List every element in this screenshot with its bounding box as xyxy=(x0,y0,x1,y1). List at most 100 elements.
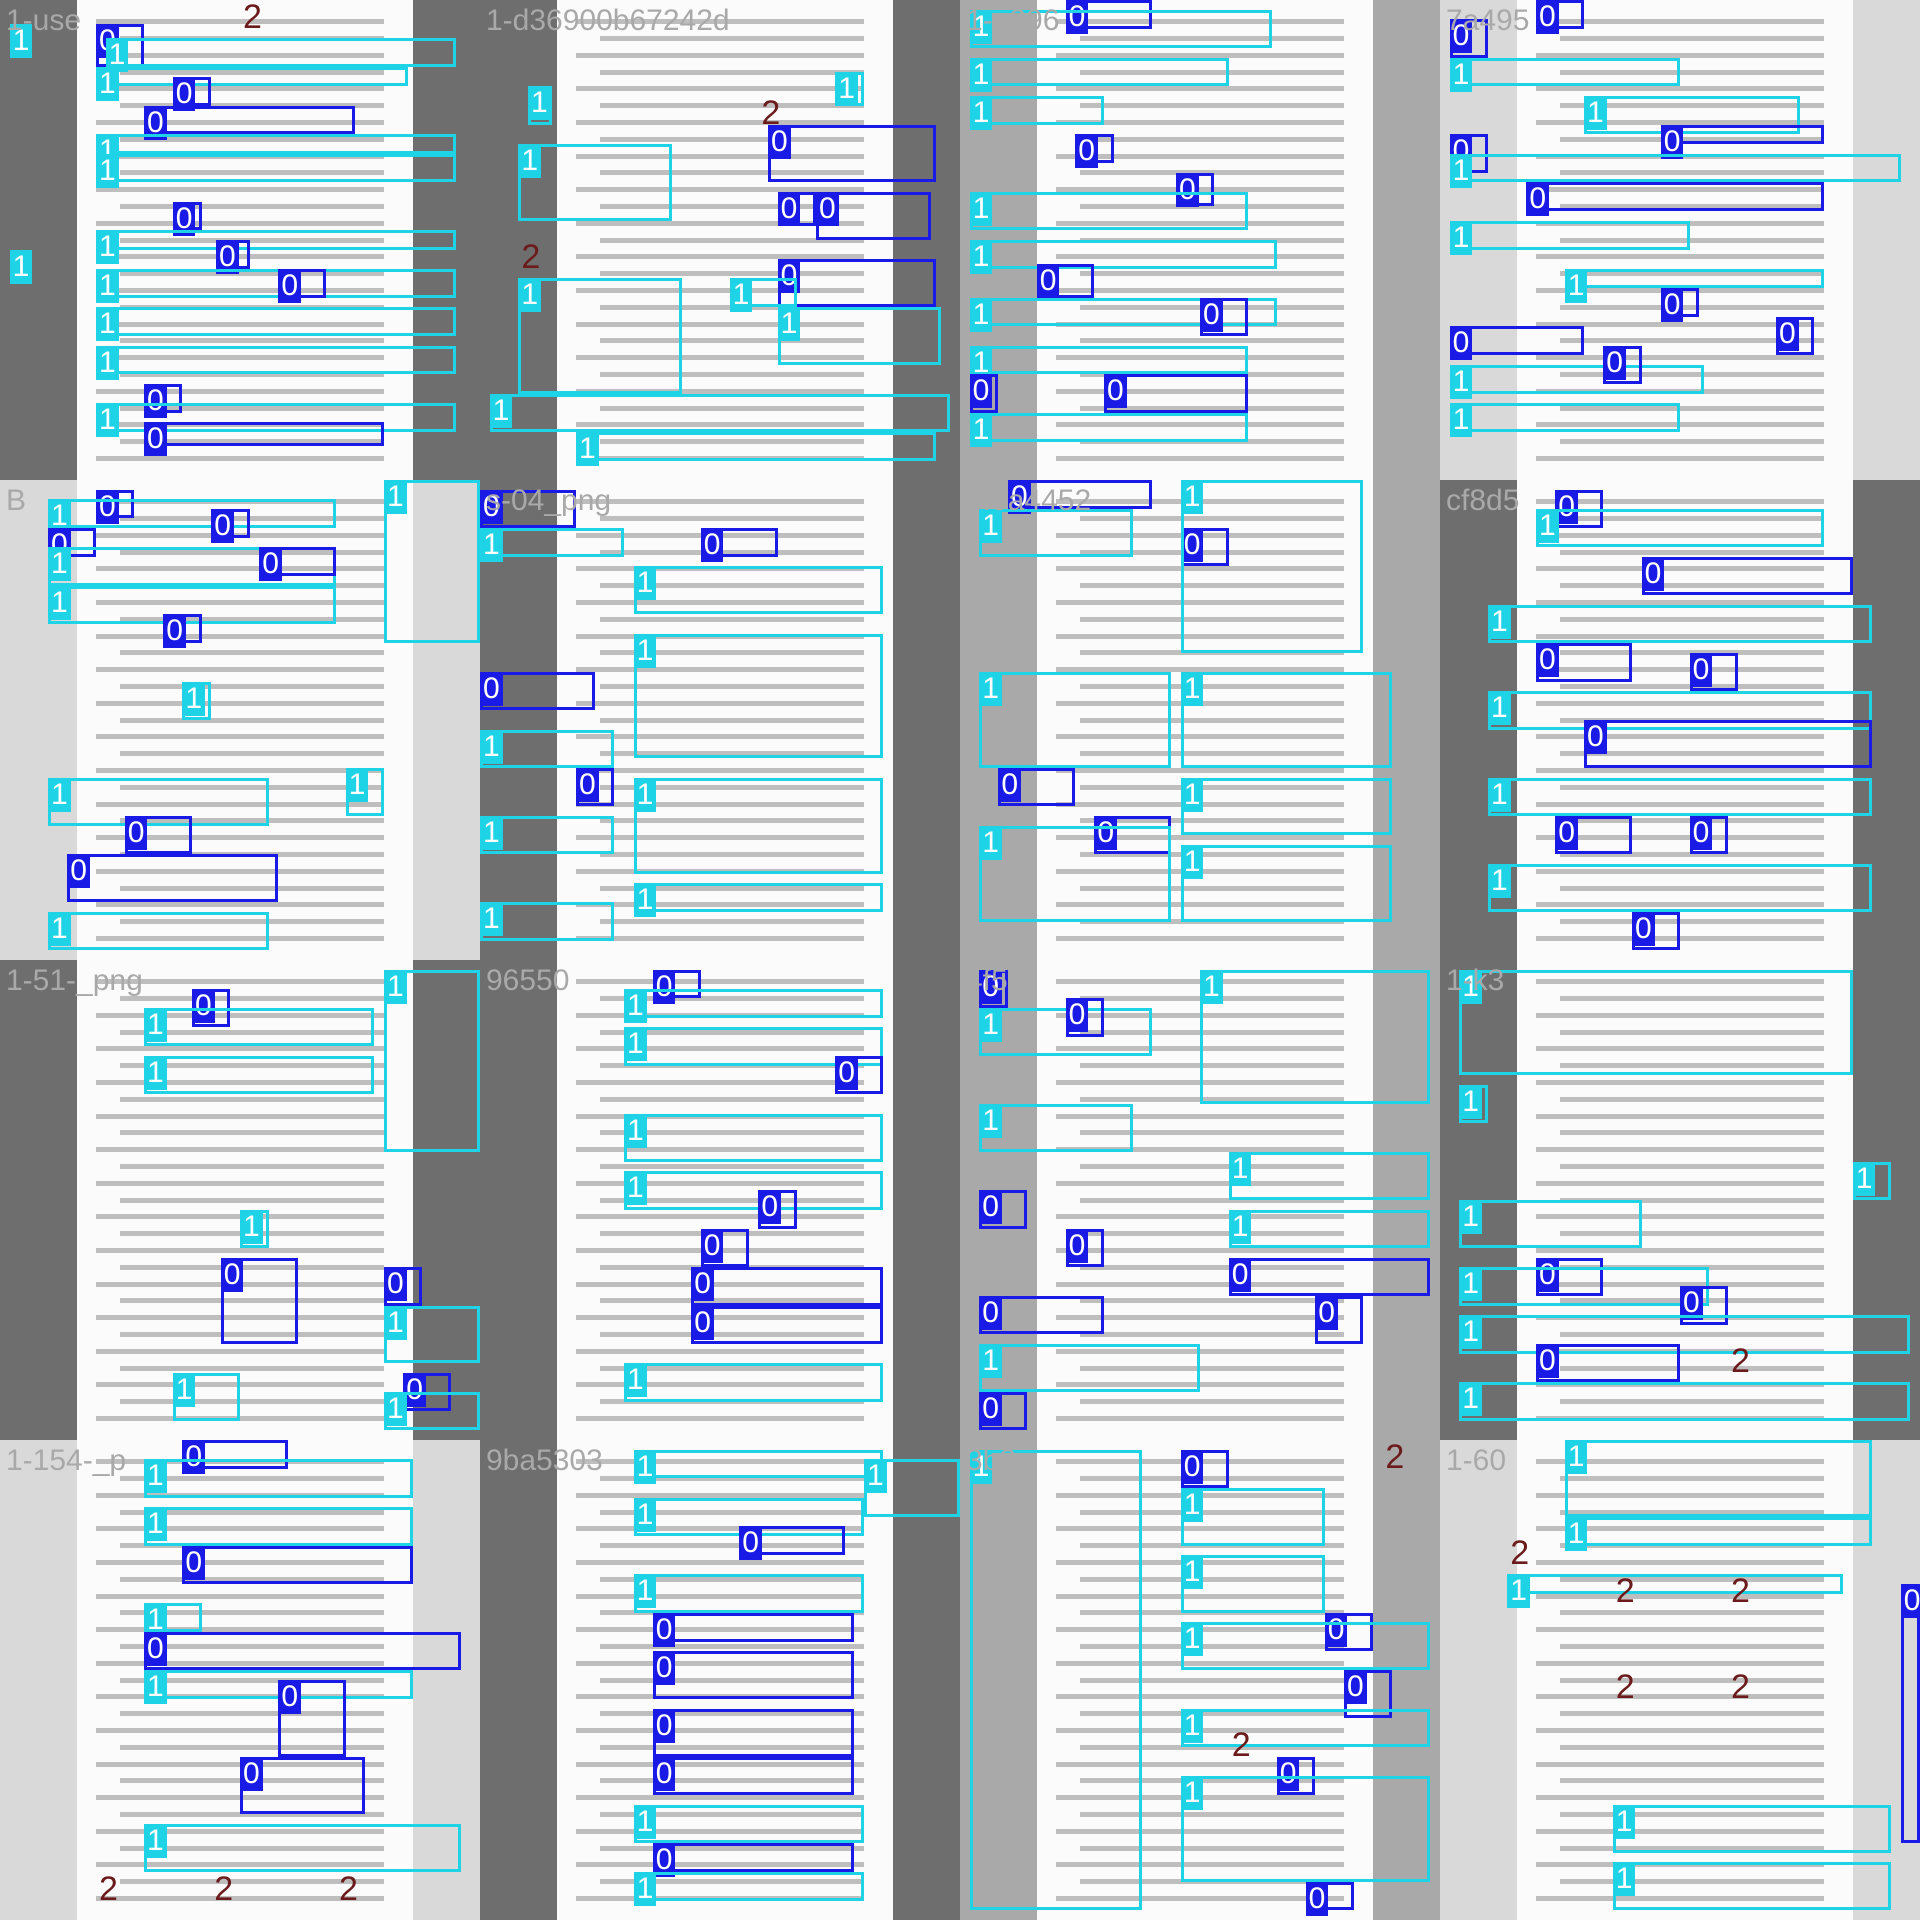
text-line xyxy=(1535,422,1824,428)
text-line xyxy=(599,684,864,689)
text-line xyxy=(599,1298,864,1304)
detection-box xyxy=(576,432,936,461)
text-line xyxy=(575,1382,864,1388)
text-line xyxy=(1535,355,1824,361)
class-label: 0 xyxy=(144,422,167,457)
text-line xyxy=(119,684,384,689)
class-label: 0 xyxy=(1555,489,1578,524)
text-line xyxy=(95,1147,384,1153)
class-label: 0 xyxy=(979,1190,1002,1225)
text-line xyxy=(1055,1046,1344,1052)
tile-filename: 1-k3 xyxy=(1446,964,1505,997)
text-line xyxy=(575,1315,864,1321)
class-label: 1 xyxy=(969,412,993,447)
text-line xyxy=(1535,979,1824,985)
text-line xyxy=(1535,600,1824,605)
text-line xyxy=(575,835,864,841)
text-line xyxy=(95,936,384,941)
text-line xyxy=(1079,36,1344,41)
class-label: 2 xyxy=(1510,1534,1530,1572)
detection-box xyxy=(1641,556,1853,596)
class-label: 0 xyxy=(96,489,119,524)
text-line xyxy=(599,36,864,41)
class-label: 0 xyxy=(259,547,282,582)
tile-filename: 3b2 xyxy=(966,1444,1017,1477)
class-label: 0 xyxy=(1344,1670,1367,1705)
class-label: 0 xyxy=(144,384,167,418)
text-line xyxy=(1055,1080,1344,1085)
text-line xyxy=(1535,1795,1824,1801)
detection-box xyxy=(969,412,1248,442)
document-tile: 120110011010111010101-use xyxy=(0,0,480,480)
text-line xyxy=(1079,338,1344,344)
detection-box xyxy=(96,230,456,250)
text-line xyxy=(119,69,384,75)
text-line xyxy=(1055,1828,1344,1834)
class-label: 2 xyxy=(1615,1668,1635,1707)
class-label: 1 xyxy=(480,816,503,850)
detection-box xyxy=(144,1056,375,1095)
class-label: 1 xyxy=(48,912,71,946)
text-line xyxy=(599,237,864,243)
text-line xyxy=(95,1248,384,1253)
class-label: 1 xyxy=(624,988,647,1023)
class-label: 1 xyxy=(48,547,71,582)
text-line xyxy=(95,1761,384,1767)
detection-box xyxy=(144,1507,413,1546)
class-label: 1 xyxy=(9,249,33,284)
tile-filename: s-04_png xyxy=(486,484,612,517)
text-line xyxy=(95,187,384,193)
class-label: 1 xyxy=(777,307,801,342)
text-line xyxy=(575,1459,864,1465)
text-line xyxy=(1079,1576,1344,1582)
text-line xyxy=(95,288,384,293)
class-label: 0 xyxy=(192,988,215,1023)
text-line xyxy=(1079,650,1344,656)
class-label: 0 xyxy=(278,1680,302,1714)
text-line xyxy=(599,136,864,142)
text-line xyxy=(1559,1610,1824,1616)
text-line xyxy=(1535,734,1824,740)
detection-box xyxy=(969,345,1248,375)
text-line xyxy=(575,422,864,428)
text-line xyxy=(95,1080,384,1085)
class-label: 1 xyxy=(96,153,119,188)
class-label: 0 xyxy=(1228,1257,1252,1292)
detection-box xyxy=(1564,1440,1872,1517)
text-line xyxy=(599,583,864,589)
text-line xyxy=(1055,1315,1344,1321)
class-label: 0 xyxy=(768,124,791,159)
class-label: 1 xyxy=(1584,96,1607,130)
text-line xyxy=(1055,422,1344,428)
text-line xyxy=(1535,1180,1824,1186)
tile-filename: 1-51-_png xyxy=(6,964,143,997)
detection-box xyxy=(652,1651,855,1700)
class-label: 0 xyxy=(1603,345,1626,380)
text-line xyxy=(1535,1627,1824,1633)
class-label: 1 xyxy=(240,1209,263,1244)
class-label: 1 xyxy=(144,1507,167,1542)
class-label: 1 xyxy=(969,297,993,332)
text-line xyxy=(599,439,864,445)
text-line xyxy=(1055,600,1344,605)
text-line xyxy=(1559,549,1824,555)
class-label: 0 xyxy=(758,1190,782,1225)
text-line xyxy=(95,667,384,673)
text-line xyxy=(119,1845,384,1851)
class-label: 1 xyxy=(969,96,993,130)
class-label: 1 xyxy=(1228,1152,1252,1186)
class-label: 1 xyxy=(1228,1209,1252,1244)
class-label: 1 xyxy=(633,1449,657,1484)
detection-box xyxy=(144,422,384,447)
text-line xyxy=(599,751,864,757)
text-line xyxy=(95,768,384,773)
text-line xyxy=(119,1197,384,1203)
tile-filename: 1-154-_p xyxy=(6,1444,127,1477)
text-line xyxy=(599,1164,864,1169)
text-line xyxy=(95,1862,384,1868)
detection-box xyxy=(633,1804,864,1844)
scanned-page xyxy=(1036,1440,1373,1920)
text-line xyxy=(1055,835,1344,841)
